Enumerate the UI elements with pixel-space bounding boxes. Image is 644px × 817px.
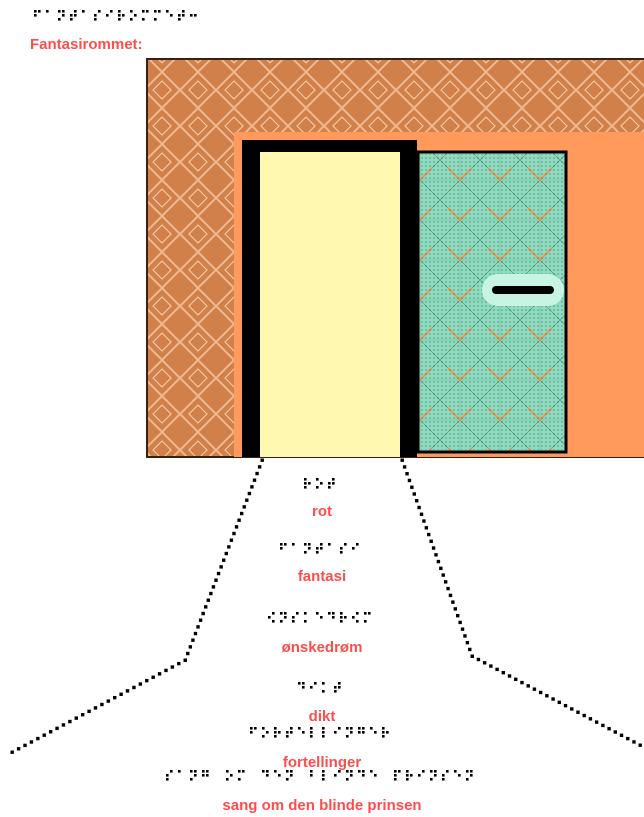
beam-left-upper xyxy=(183,458,264,662)
word-braille-4 xyxy=(250,727,389,738)
light-beam-dots xyxy=(10,458,642,754)
heading-label: Fantasirommet: xyxy=(30,36,143,53)
word-label-sang: sang om den blinde prinsen xyxy=(222,797,422,814)
braille-layer xyxy=(34,10,473,781)
word-braille-0 xyxy=(304,478,335,489)
word-label-fantasi: fantasi xyxy=(297,568,347,585)
word-braille-3 xyxy=(298,682,341,693)
door-light xyxy=(260,152,400,457)
word-label-fortellinger: fortellinger xyxy=(282,754,362,771)
word-braille-1 xyxy=(280,543,359,554)
word-braille-2 xyxy=(268,612,371,623)
word-label-rot: rot xyxy=(312,503,332,520)
beam-left-lower xyxy=(10,658,187,754)
beam-right-upper xyxy=(400,458,474,658)
beam-right-lower xyxy=(470,654,642,747)
heading-braille xyxy=(34,10,197,21)
word-label-dikt: dikt xyxy=(308,708,336,725)
word-label-onskedrom: ønskedrøm xyxy=(281,639,363,656)
word-braille-5 xyxy=(166,770,473,781)
